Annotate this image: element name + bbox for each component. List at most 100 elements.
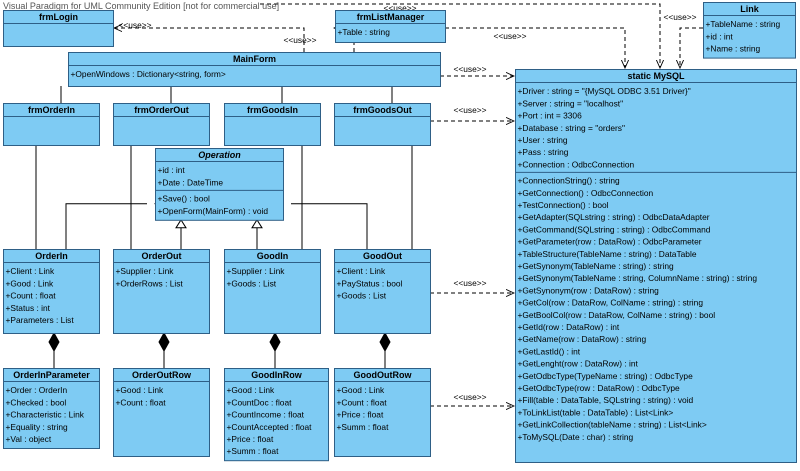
class-name: Operation [198, 150, 241, 160]
class-orderout[interactable]: OrderOut+Supplier : Link+OrderRows : Lis… [113, 249, 210, 334]
class-orderoutrow[interactable]: OrderOutRow+Good : Link+Count : float [113, 368, 210, 457]
class-operation[interactable]: Operation+id : int+Date : DateTime+Save(… [155, 148, 284, 221]
class-box [703, 2, 796, 59]
class-frmorderout[interactable]: frmOrderOut [113, 103, 210, 146]
class-box [3, 10, 114, 47]
class-goodinrow[interactable]: GoodInRow +Good : Link +CountDoc : float +C… [224, 368, 329, 462]
class-attribute: +TableName : string [706, 19, 781, 29]
class-goodoutrow[interactable]: GoodOutRow+Good : Link+Count : float+Pri… [334, 368, 431, 457]
class-operation: +GetConnection() : OdbcConnection [518, 188, 654, 198]
generalization-arrowhead [175, 218, 187, 229]
class-name: GoodIn [257, 251, 289, 261]
class-name: MainForm [233, 54, 276, 64]
class-attribute: +CountIncome : float [227, 410, 305, 420]
class-operation: +GetSynonym(TableName : string, ColumnNa… [518, 273, 758, 283]
class-attribute: +Equality : string [6, 422, 68, 432]
dependency-top-mysql [260, 3, 660, 68]
class-frmlistmanager[interactable]: frmListManager +Table : string [335, 10, 446, 43]
class-frmlogin[interactable]: frmLogin [3, 10, 114, 47]
class-attribute: +User : string [518, 135, 568, 145]
class-operation: +ToMySQL(Date : char) : string [518, 432, 634, 442]
stereotype-label: <<use>> [493, 31, 526, 41]
class-attribute: +Connection : OdbcConnection [518, 159, 635, 169]
class-box [224, 103, 321, 146]
class-operation: +ToLinkList(table : DataTable) : List<Li… [518, 407, 674, 417]
class-name: OrderIn [35, 251, 68, 261]
class-attribute: +id : int [706, 31, 734, 41]
class-name: static MySQL [627, 71, 685, 81]
stereotype-label: <<use>> [383, 3, 416, 13]
class-operation: +OpenForm(MainForm) : void [158, 206, 269, 216]
class-name: GoodInRow [251, 370, 302, 380]
class-attribute: +Port : int = 3306 [518, 111, 583, 121]
class-attribute: +CountDoc : float [227, 397, 293, 407]
class-name: frmLogin [39, 12, 78, 22]
class-attribute: +Summ : float [227, 446, 280, 456]
class-orderin[interactable]: OrderIn +Client : Link +Good : Link +Count … [3, 249, 100, 334]
class-operation: +GetParameter(row : DataRow) : OdbcParam… [518, 237, 702, 247]
class-operation: +GetOdbcType(TypeName : string) : OdbcTy… [518, 371, 694, 381]
class-goodin[interactable]: GoodIn+Supplier : Link+Goods : List [224, 249, 321, 334]
class-frmorderin[interactable]: frmOrderIn [3, 103, 100, 146]
dependency-link-mysql [680, 27, 703, 68]
watermark-text: Visual Paradigm for UML Community Editio… [3, 1, 279, 11]
class-name: frmOrderOut [134, 105, 189, 115]
composition-diamond [379, 331, 391, 353]
generalization-goodout-operation [291, 203, 368, 249]
class-attribute: +Good : Link [227, 385, 276, 395]
class-attribute: +Order : OrderIn [6, 385, 68, 395]
class-name: GoodOut [363, 251, 402, 261]
class-attribute: +Goods : List [227, 278, 277, 288]
generalization-arrowhead [251, 218, 263, 229]
class-attribute: +Good : Link [337, 385, 386, 395]
class-attribute: +Driver : string = "{MySQL ODBC 3.51 Dri… [518, 86, 691, 96]
composition-diamond [269, 331, 281, 353]
class-link[interactable]: Link+TableName : string+id : int+Name : … [703, 2, 796, 59]
class-attribute: +Good : Link [6, 278, 55, 288]
class-attribute: +OpenWindows : Dictionary<string, form> [71, 69, 226, 79]
class-attribute: +Good : Link [116, 385, 165, 395]
class-attribute: +Client : Link [6, 266, 55, 276]
class-attribute: +Count : float [6, 291, 57, 301]
class-operation: +GetLinkCollection(tableName : string) :… [518, 420, 707, 430]
class-attribute: +Val : object [6, 434, 52, 444]
class-operation: +GetSynonym(TableName : string) : string [518, 261, 675, 271]
class-attribute: +Price : float [227, 434, 274, 444]
class-box [515, 69, 797, 463]
class-box [334, 368, 431, 457]
class-mainform[interactable]: MainForm +OpenWindows : Dictionary<string… [68, 52, 441, 87]
class-orderinparameter[interactable]: OrderInParameter+Order : OrderIn+Checked… [3, 368, 100, 449]
class-operation: +GetName(row : DataRow) : string [518, 334, 647, 344]
class-attribute: +CountAccepted : float [227, 422, 313, 432]
class-attribute: +Supplier : Link [116, 266, 175, 276]
class-name: OrderOut [141, 251, 181, 261]
class-operation: +Save() : bool [158, 194, 211, 204]
class-box [3, 103, 100, 146]
class-attribute: +Summ : float [337, 422, 390, 432]
class-attribute: +Status : int [6, 303, 51, 313]
stereotype-label: <<use>> [453, 392, 486, 402]
class-box [113, 368, 210, 457]
dependency-frmlistmanager-mysql [445, 27, 625, 68]
class-operation: +GetLastId() : int [518, 346, 581, 356]
class-name: Link [740, 4, 759, 14]
class-attribute: +Client : Link [337, 266, 386, 276]
class-attribute: +Price : float [337, 410, 384, 420]
class-operation: +ConnectionString() : string [518, 176, 621, 186]
class-mysql[interactable]: static MySQL +Driver : string = "{MySQL O… [515, 69, 797, 463]
class-attribute: +Characteristic : Link [6, 410, 85, 420]
composition-diamond [158, 331, 170, 353]
class-name: frmGoodsOut [353, 105, 412, 115]
class-frmgoodsin[interactable]: frmGoodsIn [224, 103, 321, 146]
class-operation: +TableStructure(TableName : string) : Da… [518, 249, 697, 259]
class-frmgoodsout[interactable]: frmGoodsOut [334, 103, 431, 146]
class-attribute: +Table : string [338, 27, 391, 37]
class-operation: +GetAdapter(SQLstring : string) : OdbcDa… [518, 212, 710, 222]
class-box [334, 249, 431, 334]
class-attribute: +Date : DateTime [158, 177, 224, 187]
class-goodout[interactable]: GoodOut+Client : Link+PayStatus : bool+G… [334, 249, 431, 334]
stereotype-label: <<use>> [118, 20, 151, 30]
class-name: frmListManager [357, 12, 425, 22]
class-operation: +TestConnection() : bool [518, 200, 609, 210]
